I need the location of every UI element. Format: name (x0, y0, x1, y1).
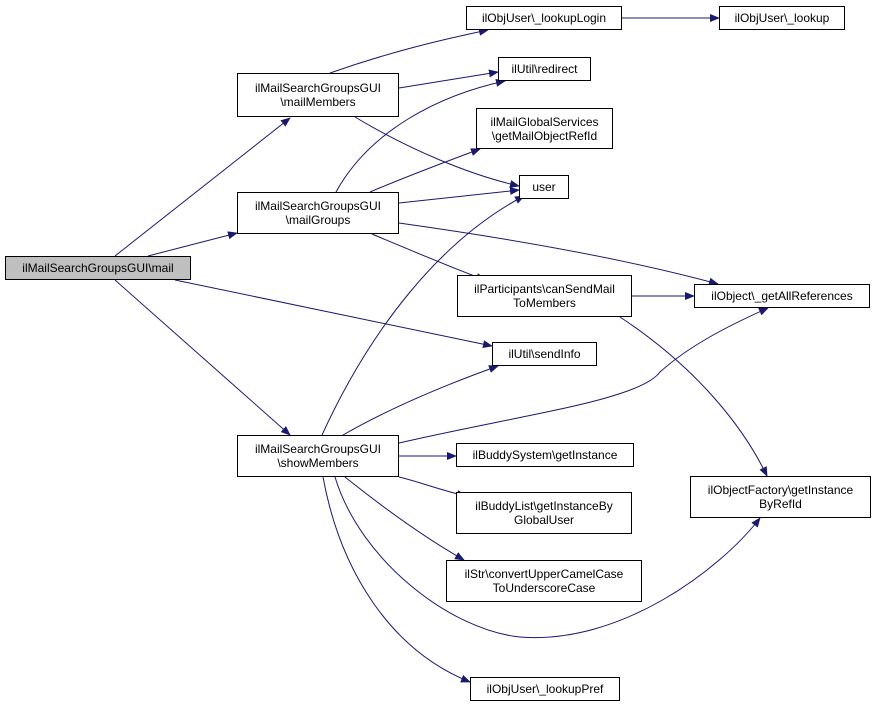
edge-mailgroups-to-user (398, 186, 520, 204)
node-label: ToMembers (513, 296, 576, 310)
node-mail-members[interactable]: ilMailSearchGroupsGUI \mailMembers (237, 73, 399, 117)
node-label: ilUtil\redirect (511, 62, 578, 76)
node-get-instance-by-ref-id[interactable]: ilObjectFactory\getInstance ByRefId (690, 476, 871, 518)
node-get-all-references[interactable]: ilObject\_getAllReferences (694, 284, 870, 308)
node-lookup-pref[interactable]: ilObjUser\_lookupPref (470, 677, 620, 701)
edge-mailgroups-to-cansendmail (371, 233, 486, 281)
node-label: ilBuddySystem\getInstance (472, 448, 618, 462)
node-label: ilParticipants\canSendMail (474, 282, 615, 296)
node-label: ilMailSearchGroupsGUI (254, 81, 382, 95)
edge-mailgroups-to-getallrefs (398, 222, 719, 286)
edge-mail-to-showmembers (114, 279, 291, 436)
edge-mail-to-mailmembers (114, 117, 291, 257)
node-label: ilObjUser\_lookup (734, 11, 830, 25)
edge-showmembers-to-getallrefs (398, 307, 769, 444)
edge-mailgroups-to-getmailobj (369, 148, 481, 193)
edge-showmembers-to-user (321, 195, 525, 436)
node-redirect[interactable]: ilUtil\redirect (498, 57, 591, 81)
node-label: ilMailGlobalServices (490, 114, 599, 129)
node-label: ilObject\_getAllReferences (711, 289, 853, 303)
node-buddy-system-get-instance[interactable]: ilBuddySystem\getInstance (456, 443, 634, 467)
node-label: ToUnderscoreCase (492, 581, 596, 595)
node-get-mail-object-ref-id[interactable]: ilMailGlobalServices \getMailObjectRefId (476, 108, 613, 149)
edge-mailgroups-to-redirect (335, 78, 506, 193)
node-label: GlobalUser (513, 513, 575, 527)
node-label: ilObjectFactory\getInstance (707, 483, 854, 497)
node-user[interactable]: user (519, 175, 569, 199)
node-mail-groups[interactable]: ilMailSearchGroupsGUI \mailGroups (237, 192, 399, 234)
node-label: ilBuddyList\getInstanceBy (475, 499, 613, 513)
node-convert-case[interactable]: ilStr\convertUpperCamelCase ToUnderscore… (446, 560, 642, 602)
edge-mailmembers-to-user (354, 116, 520, 188)
edge-mailmembers-to-lookuplogin (329, 27, 489, 74)
edge-mailmembers-to-redirect (398, 69, 499, 89)
node-label: ilMailSearchGroupsGUI\mail (22, 261, 174, 275)
node-send-info[interactable]: ilUtil\sendInfo (492, 342, 597, 366)
node-label: ilStr\convertUpperCamelCase (464, 567, 624, 581)
edge-showmembers-to-getinstance (334, 476, 761, 639)
node-label: \getMailObjectRefId (491, 128, 598, 143)
node-label: \mailMembers (280, 95, 356, 109)
node-lookup-login[interactable]: ilObjUser\_lookupLogin (466, 6, 622, 30)
node-can-send-mail[interactable]: ilParticipants\canSendMail ToMembers (457, 275, 632, 317)
node-label: \showMembers (277, 456, 359, 470)
edge-showmembers-to-lookuppref (322, 476, 471, 683)
node-label: user (532, 180, 556, 194)
node-label: \mailGroups (285, 213, 351, 227)
node-show-members[interactable]: ilMailSearchGroupsGUI \showMembers (237, 435, 399, 477)
node-label: ilMailSearchGroupsGUI (254, 442, 382, 456)
node-buddy-list-get-instance[interactable]: ilBuddyList\getInstanceBy GlobalUser (456, 492, 632, 534)
edge-mail-to-mailgroups (147, 231, 238, 257)
node-label: ilMailSearchGroupsGUI (254, 199, 382, 213)
node-root-mail[interactable]: ilMailSearchGroupsGUI\mail (5, 256, 191, 280)
edge-cansendmail-to-getinstance (619, 316, 768, 477)
node-label: ilObjUser\_lookupPref (486, 682, 604, 696)
node-label: ByRefId (759, 497, 802, 511)
node-lookup[interactable]: ilObjUser\_lookup (719, 6, 845, 30)
edge-showmembers-to-convertcase (344, 476, 465, 561)
edge-showmembers-to-sendinfo (342, 365, 499, 436)
node-label: ilUtil\sendInfo (508, 347, 581, 361)
edge-mail-to-sendinfo (174, 279, 493, 349)
node-label: ilObjUser\_lookupLogin (481, 11, 607, 25)
